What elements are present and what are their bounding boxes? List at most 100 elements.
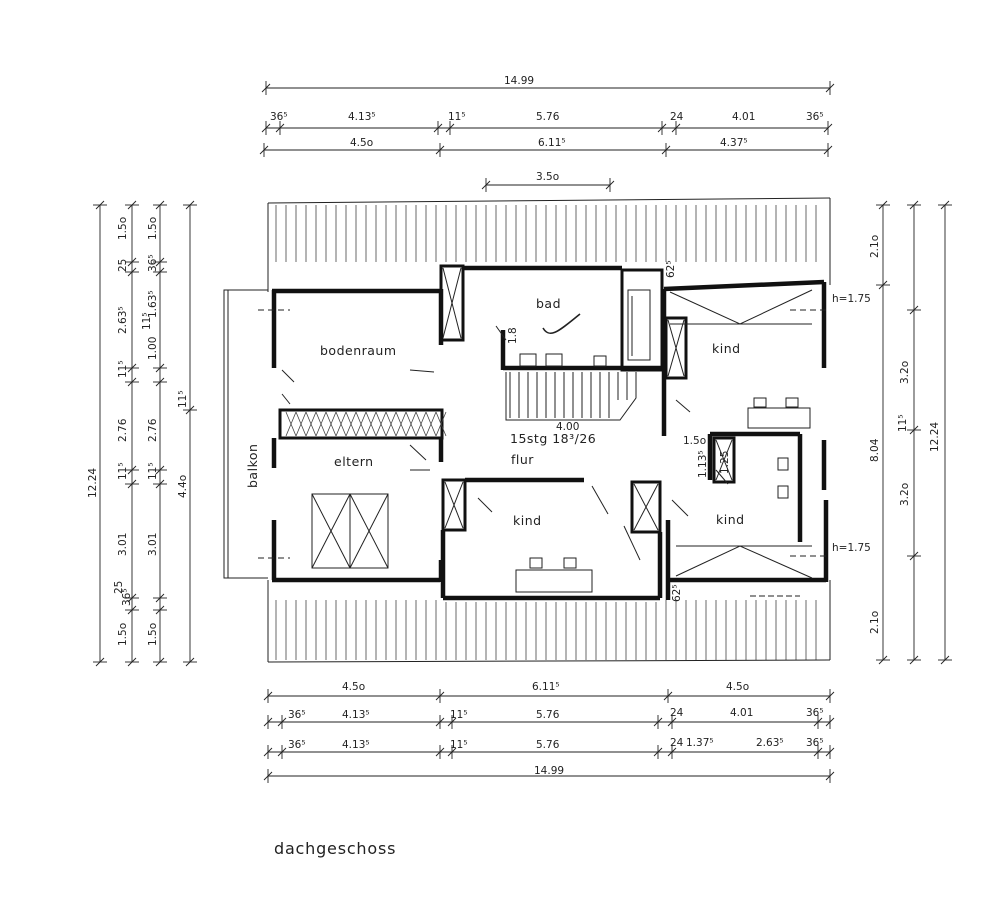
partition-hatch-line <box>345 411 357 437</box>
dim-left-a5: 2.76 <box>117 418 129 442</box>
dim-bot-r3-f: 1.37⁵ <box>686 737 714 749</box>
dim-bot-r2-g: 36⁵ <box>806 707 824 719</box>
partition-hatch-line <box>415 411 427 437</box>
dimension-ticks <box>93 81 952 783</box>
dim-right-p1: 62⁵ <box>665 260 677 278</box>
stair-steps: 15stg 18³/26 <box>510 431 596 446</box>
note-d15: 1.5o <box>683 435 706 447</box>
dim-bot-r2-a: 36⁵ <box>288 709 306 721</box>
plan-title: dachgeschoss <box>274 839 396 858</box>
dim-bot-r2-b: 4.13⁵ <box>342 709 370 721</box>
dim-bot-r1-c: 4.5o <box>726 681 749 693</box>
dimension-lines <box>99 87 946 777</box>
dim-left-total: 12.24 <box>87 468 99 498</box>
dim-bot-r1-a: 4.5o <box>342 681 365 693</box>
dim-left-a4: 11⁵ <box>117 360 129 378</box>
dim-left-b1: 1.5o <box>147 217 159 240</box>
partition-hatch-line <box>365 411 377 437</box>
room-label-flur: flur <box>511 452 534 467</box>
roof-outline <box>267 197 831 663</box>
dim-top-r1-a: 36⁵ <box>270 111 288 123</box>
dim-bot-r3-a: 36⁵ <box>288 739 306 751</box>
partition-hatch-line <box>425 411 437 437</box>
dim-top-r2-a: 4.5o <box>350 137 373 149</box>
dim-top-r2-c: 4.37⁵ <box>720 137 748 149</box>
walls <box>271 264 829 601</box>
dim-bot-r2-e: 24 <box>670 707 684 719</box>
dim-top-r1-e: 24 <box>670 111 684 123</box>
room-label-eltern: eltern <box>334 454 374 469</box>
partition-hatch-line <box>315 411 327 437</box>
partition-hatch-line <box>435 411 447 437</box>
dim-top-r3: 3.5o <box>536 171 559 183</box>
dim-left-b6: 2.76 <box>147 418 159 442</box>
dim-right-a1: 2.1o <box>869 235 881 258</box>
dim-bot-r2-f: 4.01 <box>730 707 753 719</box>
dim-right-b2: 11⁵ <box>897 414 909 432</box>
stair-height-mark: 1.8 <box>507 327 519 344</box>
dim-top-r1-b: 4.13⁵ <box>348 111 376 123</box>
partition-hatch-line <box>325 411 337 437</box>
dim-right-a3: 3.2o <box>899 483 911 506</box>
room-label-kind-s: kind <box>513 513 542 528</box>
dim-left-a8: 25 <box>113 581 125 594</box>
room-label-bad: bad <box>536 296 561 311</box>
dim-right-b1: 8.04 <box>869 438 881 462</box>
note-h1: h=1.75 <box>832 293 871 305</box>
room-label-bodenraum: bodenraum <box>320 343 397 358</box>
balcony <box>223 289 268 579</box>
dim-left-c2: 4.4o <box>177 475 189 498</box>
dim-left-a2: 25 <box>117 259 129 272</box>
note-d125: 1.25 <box>719 451 731 474</box>
room-label-kind-se: kind <box>716 512 745 527</box>
dim-bot-r3-d: 5.76 <box>536 739 560 751</box>
dim-left-a9: 1.5o <box>117 623 129 646</box>
dim-bot-r3-c: 11⁵ <box>450 739 468 751</box>
note-h2: h=1.75 <box>832 542 871 554</box>
dim-top-r1-c: 11⁵ <box>448 111 466 123</box>
partition-hatch-line <box>375 411 387 437</box>
dim-bot-r3-b: 4.13⁵ <box>342 739 370 751</box>
partition-hatch-line <box>295 411 307 437</box>
dim-right-a2: 3.2o <box>899 361 911 384</box>
partition-hatch-line <box>335 411 347 437</box>
dim-bot-total: 14.99 <box>534 765 564 777</box>
dim-top-r2-b: 6.11⁵ <box>538 137 566 149</box>
dim-left-a3: 2.63⁵ <box>117 306 129 334</box>
room-label-balkon: balkon <box>245 444 260 488</box>
stair-length: 4.00 <box>556 421 579 433</box>
note-d1135: 1.13⁵ <box>697 450 709 478</box>
dim-left-a1: 1.5o <box>117 217 129 240</box>
dim-right-c1: 12.24 <box>929 422 941 452</box>
partition-hatch-line <box>385 411 397 437</box>
dim-left-a7: 3.01 <box>117 533 129 556</box>
dim-bot-r3-e: 24 <box>670 737 684 749</box>
fixtures <box>311 289 813 593</box>
dim-left-b2: 36⁵ <box>147 254 159 272</box>
dim-left-b4: 1.00 <box>147 337 159 360</box>
dim-left-b8: 3.01 <box>147 533 159 556</box>
dim-top-r1-d: 5.76 <box>536 111 560 123</box>
dim-top-total: 14.99 <box>504 75 534 87</box>
partition-hatching <box>285 411 447 437</box>
dim-left-b3: 1.63⁵ <box>147 290 159 318</box>
dim-bot-r3-g: 2.63⁵ <box>756 737 784 749</box>
partition-hatch-line <box>395 411 407 437</box>
chimney-marks <box>442 267 733 531</box>
dim-right-p2: 62⁵ <box>671 584 683 602</box>
dim-left-a6: 11⁵ <box>117 462 129 480</box>
partition-hatch-line <box>305 411 317 437</box>
dim-bot-r2-c: 11⁵ <box>450 709 468 721</box>
partition-hatch-line <box>285 411 297 437</box>
door-swings <box>281 325 729 561</box>
partition-hatch-line <box>405 411 417 437</box>
dim-bot-r1-b: 6.11⁵ <box>532 681 560 693</box>
reference-lines <box>258 309 828 597</box>
dim-bot-r3-h: 36⁵ <box>806 737 824 749</box>
dim-left-b9: 36⁵ <box>121 588 133 606</box>
dim-left-b7: 11⁵ <box>147 462 159 480</box>
dim-right-a4: 2.1o <box>869 611 881 634</box>
dim-bot-r2-d: 5.76 <box>536 709 560 721</box>
